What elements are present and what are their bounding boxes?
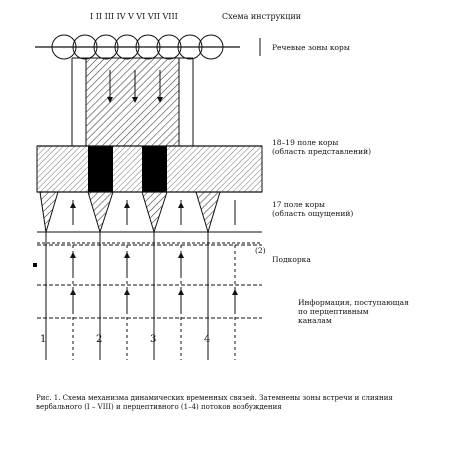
upward-arrows <box>70 202 238 312</box>
figure-caption: Рис. 1. Схема механизма динамических вре… <box>36 394 393 411</box>
verbal-descending-column <box>71 57 194 147</box>
label-small-mark: (2) <box>255 246 266 255</box>
label-verbal-zones: Речевые зоны коры <box>272 43 350 52</box>
label-field-18-19: 18–19 поле коры (область представлений) <box>272 138 372 156</box>
scheme-label: Схема инструкции <box>222 12 301 21</box>
verbal-zone-circles <box>35 34 261 60</box>
field-17-band <box>37 231 262 244</box>
label-perceptual-info: Информация, поступающая по перцептивным … <box>298 298 409 325</box>
channel-number-4: 4 <box>204 334 211 345</box>
channel-number-1: 1 <box>40 334 47 345</box>
subcortex-grid <box>33 244 262 360</box>
roman-numerals: I II III IV V VI VII VIII <box>90 12 178 21</box>
field-18-19-band <box>36 145 263 193</box>
channel-number-2: 2 <box>96 334 103 345</box>
label-field-17: 17 поле коры (область ощущений) <box>272 200 354 218</box>
label-subcortex: Подкорка <box>272 255 311 264</box>
channel-number-3: 3 <box>150 334 157 345</box>
